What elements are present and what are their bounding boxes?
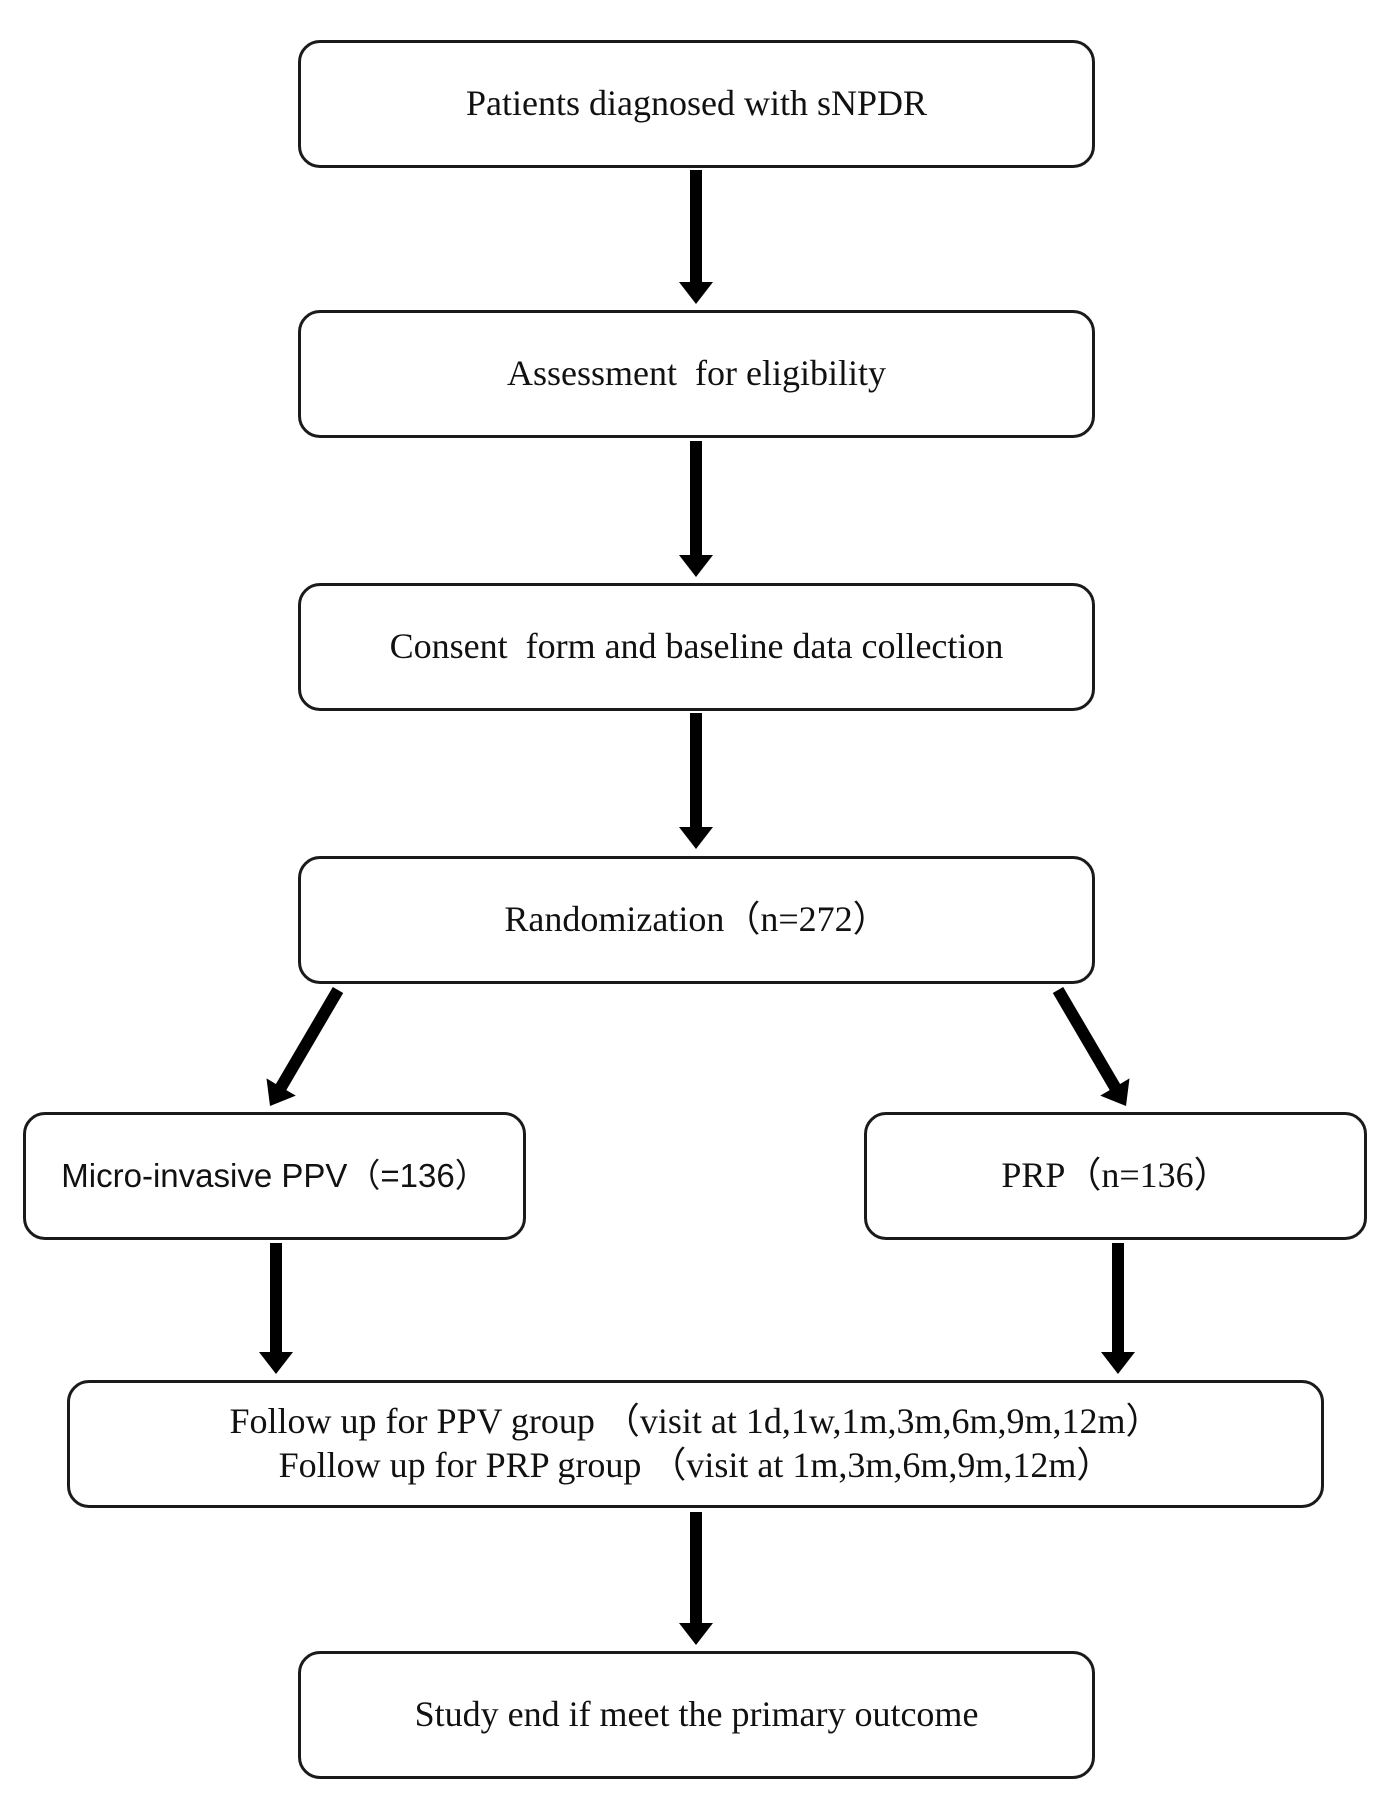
arrow-followup-to-study-end (679, 1512, 713, 1645)
arrow-ppv-to-followup (259, 1243, 293, 1374)
box-ppv: Micro-invasive PPV（=136） (23, 1112, 526, 1240)
followup-prp-label: Follow up for PRP group （visit at 1m,3m,… (278, 1445, 1113, 1485)
box-assessment: Assessment for eligibility (298, 310, 1095, 438)
box-consent: Consent form and baseline data collectio… (298, 583, 1095, 711)
prp-label: PRP（n=136） (1001, 1155, 1230, 1196)
randomization-label: Randomization（n=272） (504, 899, 889, 940)
box-study-end: Study end if meet the primary outcome (298, 1651, 1095, 1779)
consent-label: Consent form and baseline data collectio… (389, 626, 1004, 667)
arrow-randomization-to-ppv (266, 987, 344, 1106)
box-prp: PRP（n=136） (864, 1112, 1367, 1240)
arrow-randomization-to-prp (1052, 987, 1130, 1106)
arrow-patients-to-assessment (679, 170, 713, 304)
box-randomization: Randomization（n=272） (298, 856, 1095, 984)
arrow-prp-to-followup (1101, 1243, 1135, 1374)
followup-ppv-label: Follow up for PPV group （visit at 1d,1w,… (229, 1401, 1162, 1442)
patients-label: Patients diagnosed with sNPDR (465, 83, 927, 124)
ppv-label: Micro-invasive PPV（=136） (61, 1156, 488, 1194)
arrow-assessment-to-consent (679, 441, 713, 577)
study-end-label: Study end if meet the primary outcome (414, 1694, 979, 1735)
box-followup: Follow up for PPV group （visit at 1d,1w,… (67, 1380, 1324, 1508)
box-patients: Patients diagnosed with sNPDR (298, 40, 1095, 168)
arrow-consent-to-randomization (679, 713, 713, 849)
assessment-label: Assessment for eligibility (507, 353, 886, 394)
